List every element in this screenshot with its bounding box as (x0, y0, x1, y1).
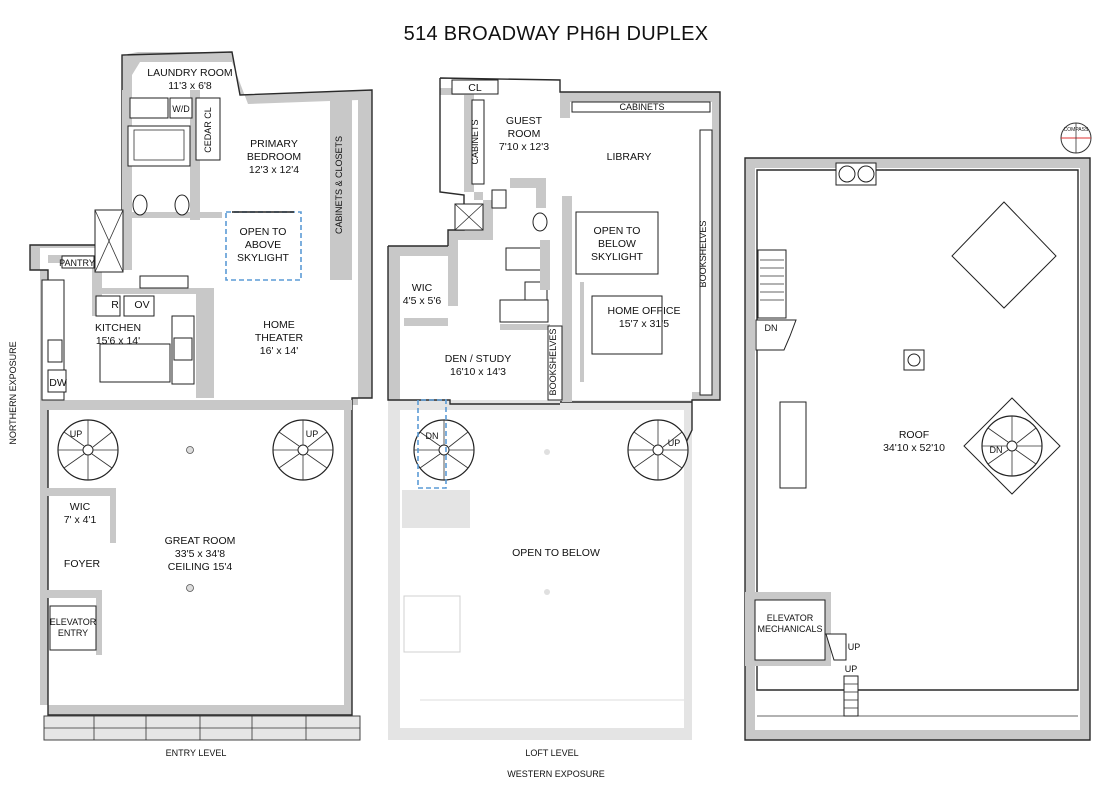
bookshelves-den-label: BOOKSHELVES (548, 329, 558, 396)
open-below-skylight-line3: SKYLIGHT (591, 251, 644, 263)
loft-level-caption: LOFT LEVEL (525, 748, 578, 758)
kitchen-label: KITCHEN (95, 322, 141, 334)
loft-level-plan: CL CABINETS GUEST ROOM 7'10 x 12'3 CABIN… (387, 77, 721, 779)
loft-wic-label: WIC (412, 282, 433, 294)
roof-skylight (951, 201, 1057, 309)
guest-room-label-1: GUEST (506, 115, 543, 127)
roof-level-plan: DN ROOF 34'10 x 52'10 DN ELEVATOR MECHAN… (744, 157, 1091, 741)
spiral-stair-loft-left (413, 399, 475, 489)
loft-stair-down-label: DN (426, 431, 439, 441)
loft-stair-up-label: UP (668, 438, 681, 448)
cooktop-icon (173, 337, 193, 361)
home-office-desk (591, 295, 663, 355)
den-study-label: DEN / STUDY (445, 353, 512, 365)
cedar-closet-label: CEDAR CL (203, 107, 213, 153)
great-room-dims: 33'5 x 34'8 (175, 548, 225, 560)
plan-title: 514 BROADWAY PH6H DUPLEX (404, 23, 709, 45)
open-to-below-skylight (575, 211, 659, 275)
roof-stair-down-label: DN (765, 323, 778, 333)
open-above-line1: OPEN TO (240, 226, 287, 238)
compass-label: COMPASS (1064, 127, 1089, 133)
laundry-room-label: LAUNDRY ROOM (147, 67, 232, 79)
elevator-mechanicals (754, 599, 826, 661)
primary-bedroom-label-2: BEDROOM (247, 151, 301, 163)
dishwasher-label: DW (49, 377, 67, 389)
cabinets-top-label: CABINETS (619, 102, 664, 112)
primary-bedroom-label-1: PRIMARY (250, 138, 298, 150)
great-room-label: GREAT ROOM (165, 535, 236, 547)
elevator-mechanicals-label-1: ELEVATOR (767, 613, 814, 623)
home-theater-dims: 16' x 14' (260, 345, 298, 357)
roof-up-a-label: UP (848, 642, 861, 652)
great-room-ceiling: CEILING 15'4 (168, 561, 233, 573)
stair-up-right-label: UP (306, 429, 319, 439)
toilet-icon (132, 194, 148, 216)
roof-label: ROOF (899, 429, 929, 441)
wic-label: WIC (70, 501, 91, 513)
guest-room-label-2: ROOM (508, 128, 541, 140)
laundry-room-dims: 11'3 x 6'8 (168, 80, 212, 92)
cabinets-side-label: CABINETS (470, 119, 480, 164)
oven-label: OV (134, 299, 149, 311)
primary-bedroom-dims: 12'3 x 12'4 (249, 164, 299, 176)
compass-icon: COMPASS (1060, 122, 1092, 154)
wd-label: W/D (172, 104, 190, 114)
open-below-skylight-line1: OPEN TO (594, 225, 641, 237)
open-above-line3: SKYLIGHT (237, 252, 290, 264)
home-office-dims: 15'7 x 31'5 (619, 318, 669, 330)
roof-up-b-label: UP (845, 664, 858, 674)
roof-dims: 34'10 x 52'10 (883, 442, 945, 454)
home-theater-label-2: THEATER (255, 332, 304, 344)
guest-room-dims: 7'10 x 12'3 (499, 141, 549, 153)
roof-spiral-down-label: DN (990, 445, 1003, 455)
spiral-stair-left (57, 419, 119, 481)
home-office-label: HOME OFFICE (608, 305, 681, 317)
spiral-stair-loft-right (627, 419, 689, 481)
spiral-stair-right (272, 419, 334, 481)
wic-dims: 7' x 4'1 (64, 514, 97, 526)
northern-exposure-label: NORTHERN EXPOSURE (8, 341, 18, 444)
bookshelves-right-label: BOOKSHELVES (698, 221, 708, 288)
elevator-entry-label-1: ELEVATOR (50, 617, 97, 627)
open-above-line2: ABOVE (245, 239, 281, 251)
stair-up-left-label: UP (70, 429, 83, 439)
open-to-below-label: OPEN TO BELOW (512, 547, 600, 559)
entry-level-plan: W/D CEDAR CL (29, 51, 373, 758)
elevator-mechanicals-label-2: MECHANICALS (757, 624, 822, 634)
pantry-label: PANTRY (59, 258, 95, 268)
library-label: LIBRARY (607, 151, 652, 163)
elevator-entry-label-2: ENTRY (58, 628, 88, 638)
cabinets-closets-label: CABINETS & CLOSETS (334, 136, 344, 234)
kitchen-island (99, 343, 171, 383)
toilet-icon (174, 194, 190, 216)
western-exposure-label: WESTERN EXPOSURE (507, 769, 605, 779)
refrigerator-label: R (111, 299, 119, 311)
elevator-shaft (49, 605, 97, 651)
foyer-label: FOYER (64, 558, 101, 570)
open-below-skylight-line2: BELOW (598, 238, 636, 250)
kitchen-dims: 15'6 x 14' (96, 335, 140, 347)
open-to-above-skylight (225, 211, 302, 281)
closet-label: CL (468, 82, 482, 94)
loft-wic-dims: 4'5 x 5'6 (403, 295, 442, 307)
entry-level-caption: ENTRY LEVEL (166, 748, 227, 758)
home-theater-label-1: HOME (263, 319, 295, 331)
den-study-dims: 16'10 x 14'3 (450, 366, 506, 378)
